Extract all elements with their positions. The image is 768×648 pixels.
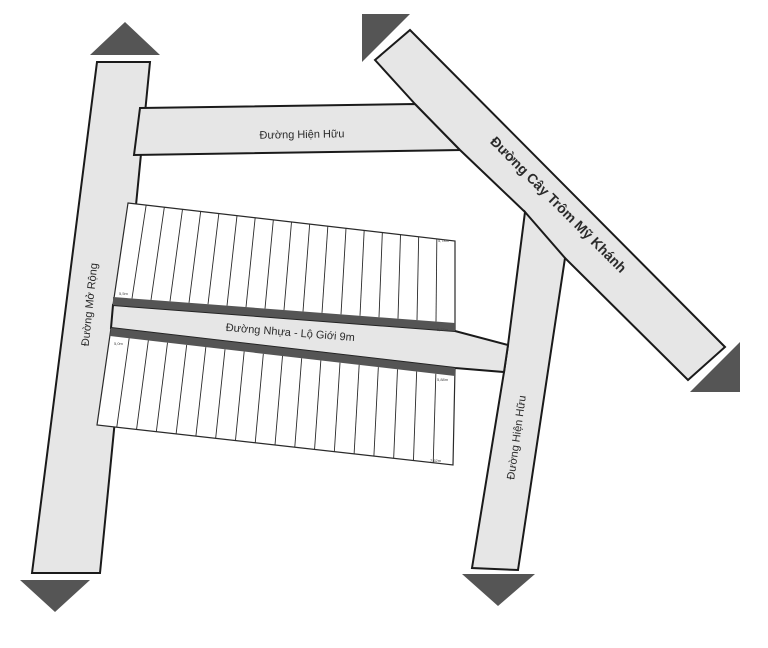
lots-lower-block: 5,0m 5,88m 7,62m	[96, 327, 456, 466]
lot-dim-label: 5,78m	[438, 238, 450, 243]
lot-divider	[188, 211, 202, 303]
lot-divider	[435, 238, 438, 322]
lot-divider	[155, 342, 168, 432]
lot-dim-label: 5,78m	[437, 327, 449, 332]
lot-divider	[175, 344, 188, 434]
lot-divider	[226, 215, 238, 306]
road-label-hien-huu-top: Đường Hiện Hữu	[259, 128, 344, 141]
lot-dim-label: 5,0m	[114, 341, 124, 346]
lot-divider	[294, 358, 303, 448]
lot-divider	[340, 228, 347, 315]
lot-divider	[234, 351, 245, 441]
direction-arrows	[20, 14, 740, 612]
lot-dim-label: 7,62m	[430, 458, 442, 463]
lot-divider	[195, 347, 207, 437]
lot-divider	[359, 230, 365, 316]
lot-divider	[207, 213, 220, 305]
lot-divider	[254, 353, 264, 443]
lot-divider	[333, 362, 341, 452]
lot-divider	[274, 355, 283, 446]
lot-divider	[314, 360, 322, 450]
lots-upper-front-edge	[113, 297, 455, 331]
lot-divider	[353, 364, 360, 454]
arrow-south-right-icon	[462, 574, 535, 606]
lot-dim-label: 5,88m	[437, 377, 449, 382]
lot-divider	[136, 340, 149, 430]
road-mo-rong	[30, 61, 152, 574]
lots-upper-block: 5,5m 5,78m 5,78m	[112, 202, 456, 332]
lot-divider	[215, 349, 226, 439]
lot-divider	[321, 226, 329, 313]
lots-upper-dividers	[131, 205, 438, 322]
lot-divider	[116, 338, 130, 428]
lot-divider	[432, 373, 437, 463]
lots-lower-dividers	[116, 338, 437, 463]
arrow-north-left-icon	[90, 22, 160, 55]
arrow-north-right-icon	[362, 14, 410, 62]
lot-divider	[378, 232, 383, 318]
lot-divider	[264, 219, 274, 309]
lot-divider	[150, 207, 165, 300]
arrow-east-icon	[690, 342, 740, 392]
roads	[30, 28, 727, 574]
lot-divider	[169, 209, 183, 302]
lot-dim-label: 5,5m	[119, 291, 129, 296]
lots-lower-front-edge	[110, 328, 455, 376]
arrow-south-left-icon	[20, 580, 90, 612]
lot-divider	[412, 371, 418, 461]
lot-divider	[373, 367, 379, 457]
road-hien-huu-right	[470, 209, 567, 572]
lot-divider	[416, 236, 420, 321]
lot-divider	[283, 221, 292, 311]
lot-divider	[397, 234, 401, 319]
lot-divider	[131, 205, 147, 299]
lot-divider	[302, 224, 311, 312]
lot-divider	[393, 369, 398, 459]
lot-divider	[245, 217, 256, 308]
